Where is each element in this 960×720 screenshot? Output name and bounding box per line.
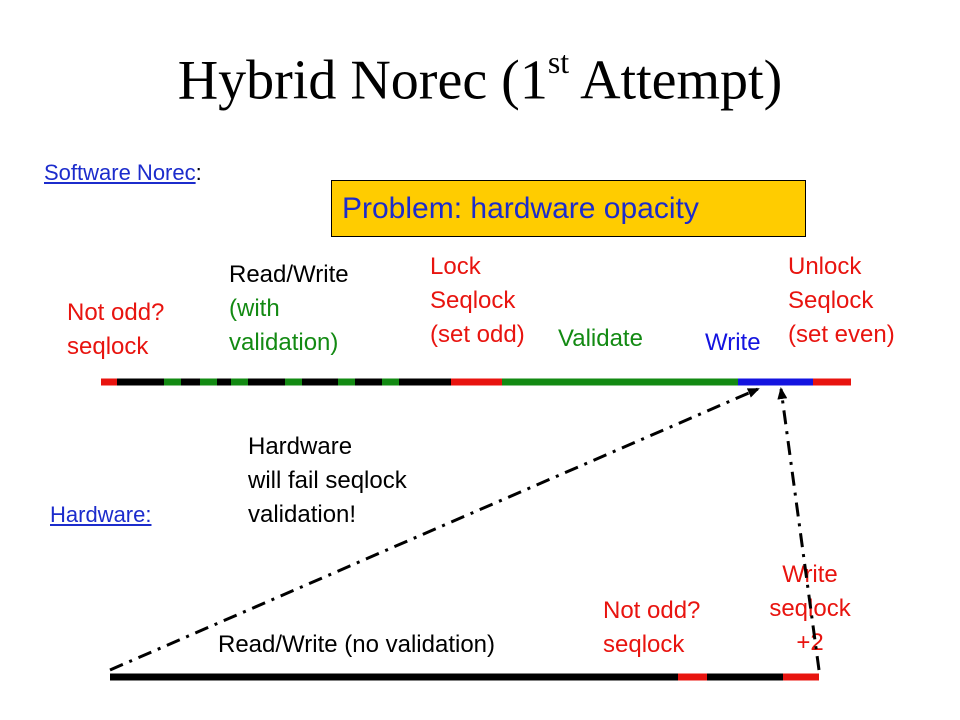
hardware-fail-line-2: will fail seqlock (248, 467, 407, 494)
hw-read-write-label: Read/Write (no validation) (218, 631, 496, 658)
sw-lock-line-2: Seqlock (430, 287, 516, 314)
sw-lock-line-1: Lock (430, 253, 481, 280)
software-norec-heading: Software Norec: (44, 156, 202, 190)
sw-lock-label: Lock Seqlock (set odd) (430, 250, 525, 352)
hw-not-odd-label: Not odd? seqlock (603, 594, 700, 662)
hardware-fail-note: Hardware will fail seqlock validation! (248, 430, 407, 532)
problem-callout: Problem: hardware opacity (331, 180, 806, 237)
software-norec-link[interactable]: Software Norec (44, 160, 196, 185)
title-tail: Attempt) (569, 49, 783, 112)
sw-unlock-line-1: Unlock (788, 253, 862, 280)
sw-read-write-line-3: validation) (229, 329, 339, 356)
hardware-fail-line-3: validation! (248, 501, 357, 528)
sw-validate-label: Validate (558, 325, 643, 352)
hardware-heading: Hardware: (50, 498, 151, 532)
hw-write-line-1: Write (782, 561, 838, 588)
sw-unlock-line-2: Seqlock (788, 287, 874, 314)
sw-unlock-line-3: (set even) (788, 321, 895, 348)
software-norec-colon: : (195, 160, 202, 185)
sw-not-odd-line-1: Not odd? (67, 299, 165, 326)
title-superscript: st (547, 44, 570, 80)
sw-unlock-label: Unlock Seqlock (set even) (788, 250, 895, 352)
arrow-hw-start-to-sw-write (109, 387, 760, 672)
hardware-fail-line-1: Hardware (248, 433, 353, 460)
sw-not-odd-label: Not odd? seqlock (67, 296, 164, 364)
sw-lock-line-3: (set odd) (430, 321, 525, 348)
sw-read-write-line-1: Read/Write (229, 261, 349, 288)
sw-read-write-line-2: (with (229, 295, 280, 322)
sw-read-write-label: Read/Write (with validation) (229, 258, 349, 360)
hw-not-odd-line-1: Not odd? (603, 597, 701, 624)
title-main: Hybrid Norec (1 (177, 49, 548, 112)
arrow-hw-write-to-sw-write (777, 387, 821, 671)
slide-title: Hybrid Norec (1st Attempt) (0, 46, 960, 112)
hardware-link[interactable]: Hardware: (50, 502, 152, 527)
sw-not-odd-line-2: seqlock (67, 333, 149, 360)
hw-write-line-3: +2 (796, 629, 824, 656)
hw-not-odd-line-2: seqlock (603, 631, 685, 658)
sw-write-label: Write (705, 329, 761, 356)
